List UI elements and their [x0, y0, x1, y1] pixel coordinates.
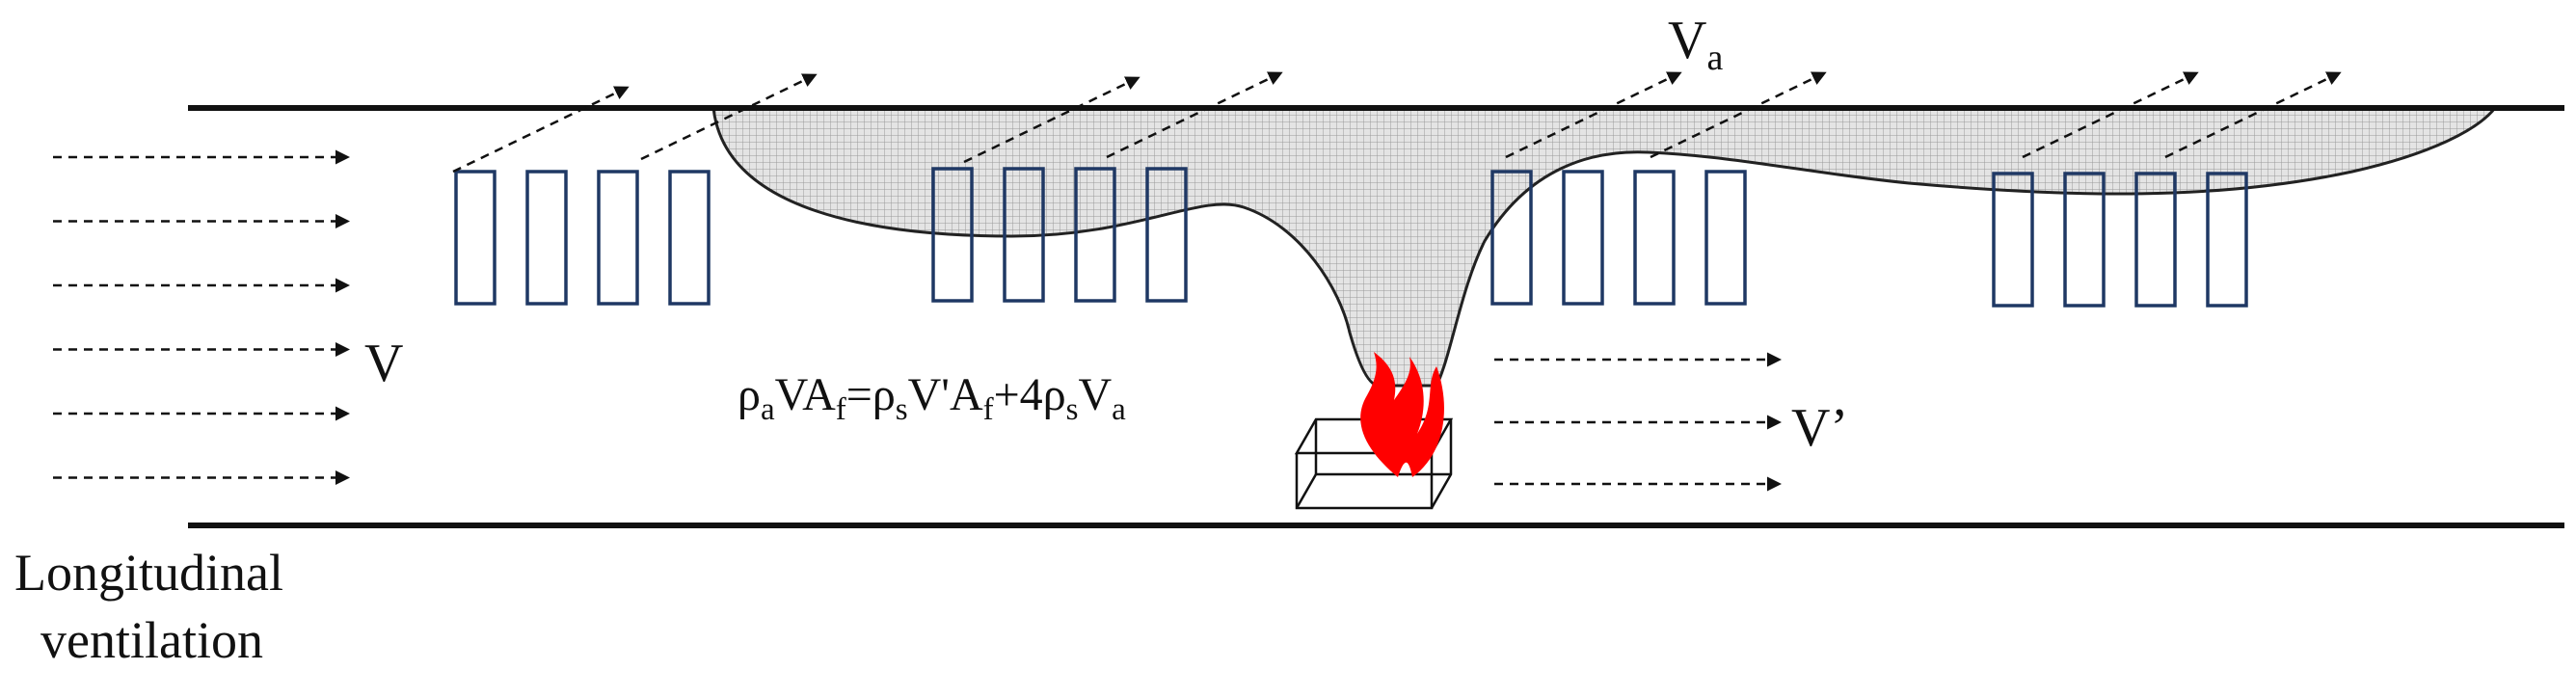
exhaust-arrow-2 — [640, 73, 818, 161]
vent-2-3 — [1074, 167, 1116, 303]
smoke-layer — [711, 106, 2499, 388]
vent-3-2 — [1562, 170, 1604, 306]
vent-4-3 — [2134, 172, 2177, 308]
exhaust-arrow-4 — [1106, 71, 1283, 159]
flame — [1360, 352, 1444, 477]
exhaust-arrow-6 — [1650, 71, 1827, 159]
ventilation-label-line1: Longitudinal — [14, 544, 283, 602]
fire-source — [1294, 352, 1454, 510]
vent-1-1 — [454, 170, 496, 306]
vent-3-4 — [1704, 170, 1747, 306]
exhaust-arrow-5 — [1505, 71, 1682, 159]
exhaust-arrow-7 — [2022, 71, 2199, 159]
vent-1-2 — [525, 170, 568, 306]
downstream-velocity-label: V’ — [1791, 398, 1848, 458]
vent-3-3 — [1633, 170, 1676, 306]
vent-1-4 — [668, 170, 711, 306]
exhaust-arrow-8 — [2164, 71, 2342, 159]
vent-3-1 — [1490, 170, 1533, 306]
downstream-airflow-arrows — [1494, 352, 1782, 492]
mass-balance-equation: ρaVAf=ρsV'Af+4ρsVa — [738, 369, 1126, 427]
exhaust-arrow-1 — [452, 86, 630, 174]
exhaust-arrow-3 — [963, 76, 1140, 164]
vent-2-2 — [1003, 167, 1045, 303]
upstream-airflow-arrows — [53, 149, 350, 485]
vent-2-4 — [1145, 167, 1188, 303]
upstream-velocity-label: V — [364, 334, 403, 393]
vent-1-3 — [597, 170, 639, 306]
vent-4-1 — [1992, 172, 2034, 308]
exhaust-velocity-label: Va — [1668, 11, 1723, 78]
ventilation-label-line2: ventilation — [40, 611, 263, 669]
vent-2-1 — [931, 167, 974, 303]
exhaust-arrows — [452, 71, 2342, 174]
vent-4-2 — [2063, 172, 2106, 308]
vent-4-4 — [2206, 172, 2248, 308]
smoke-vents — [454, 167, 2248, 308]
